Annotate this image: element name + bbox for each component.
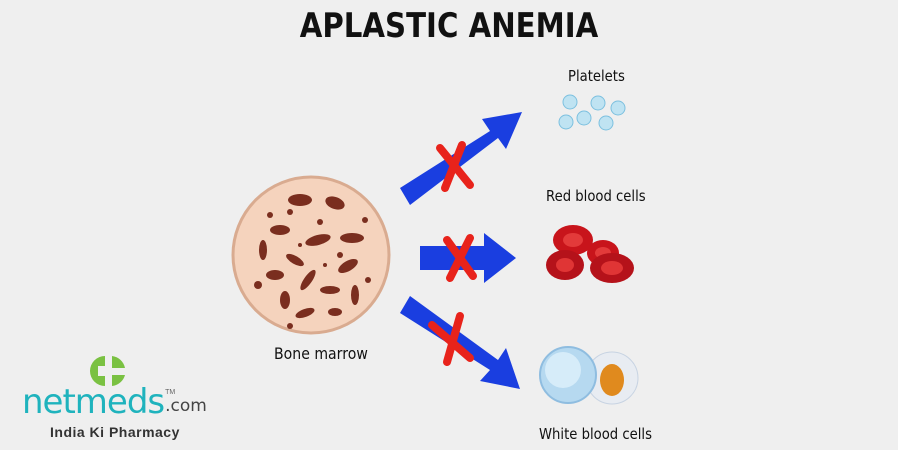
white-blood-cells-illustration: [539, 346, 639, 405]
cross-icon: [436, 141, 474, 192]
bone-marrow-illustration: [231, 175, 391, 335]
platelets-illustration: [558, 94, 626, 131]
arrow-to-red-blood-cells: [420, 233, 516, 283]
label-white-blood-cells: White blood cells: [539, 425, 652, 443]
blocked-crosses: [428, 141, 477, 366]
cross-icon: [428, 312, 474, 366]
logo-tagline: India Ki Pharmacy: [50, 424, 180, 440]
arrow-to-platelets: [400, 112, 522, 205]
logo-trademark: TM: [165, 389, 176, 396]
label-red-blood-cells: Red blood cells: [546, 187, 646, 205]
logo-suffix: TM .com: [165, 389, 207, 416]
label-platelets: Platelets: [568, 67, 625, 85]
arrow-to-white-blood-cells: [400, 296, 520, 389]
netmeds-logo: netmeds TM .com: [22, 384, 207, 420]
arrows: [400, 112, 522, 389]
netmeds-logo-icon: [90, 356, 125, 386]
logo-wordmark: netmeds: [22, 382, 165, 422]
page-title: APLASTIC ANEMIA: [299, 6, 599, 46]
logo-domain: .com: [165, 396, 207, 416]
label-bone-marrow: Bone marrow: [274, 344, 368, 363]
cross-icon: [443, 234, 477, 282]
red-blood-cells-illustration: [546, 225, 634, 283]
